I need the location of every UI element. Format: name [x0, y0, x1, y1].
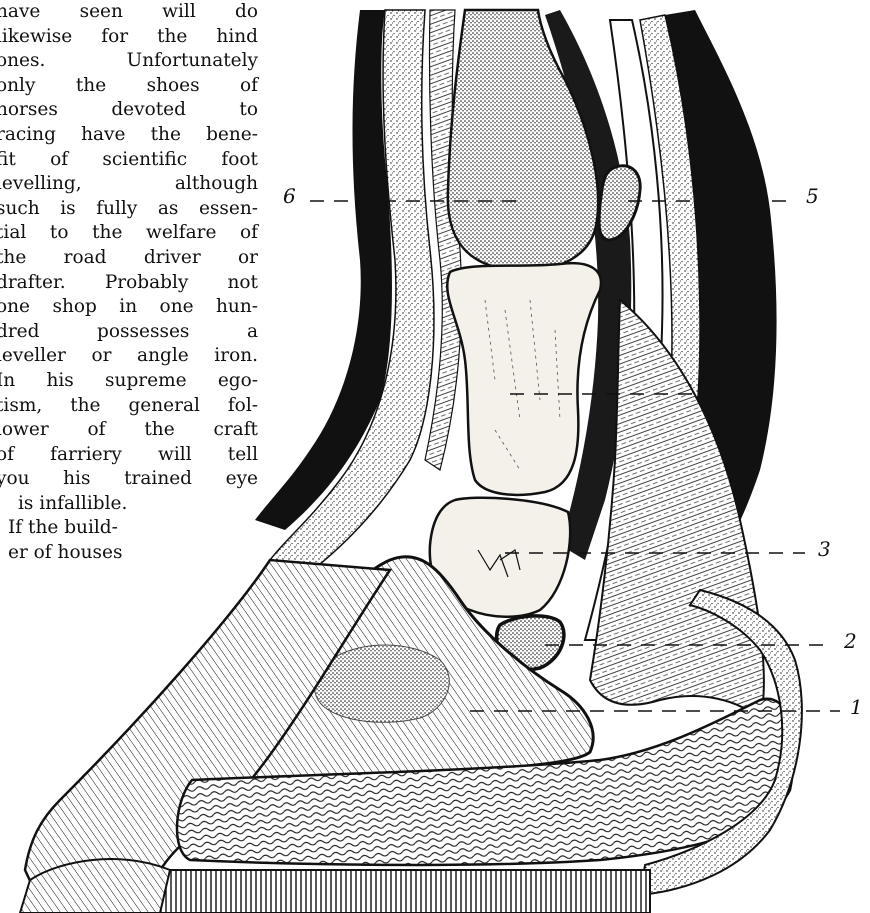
callout-6: 6: [283, 186, 296, 206]
horseshoe: [160, 870, 650, 913]
callout-1: 1: [850, 697, 863, 717]
callout-4: 4: [754, 380, 767, 400]
callout-5: 5: [806, 186, 819, 206]
short-pastern-bone: [447, 263, 601, 495]
callout-2: 2: [844, 631, 857, 651]
callout-3: 3: [818, 539, 831, 559]
